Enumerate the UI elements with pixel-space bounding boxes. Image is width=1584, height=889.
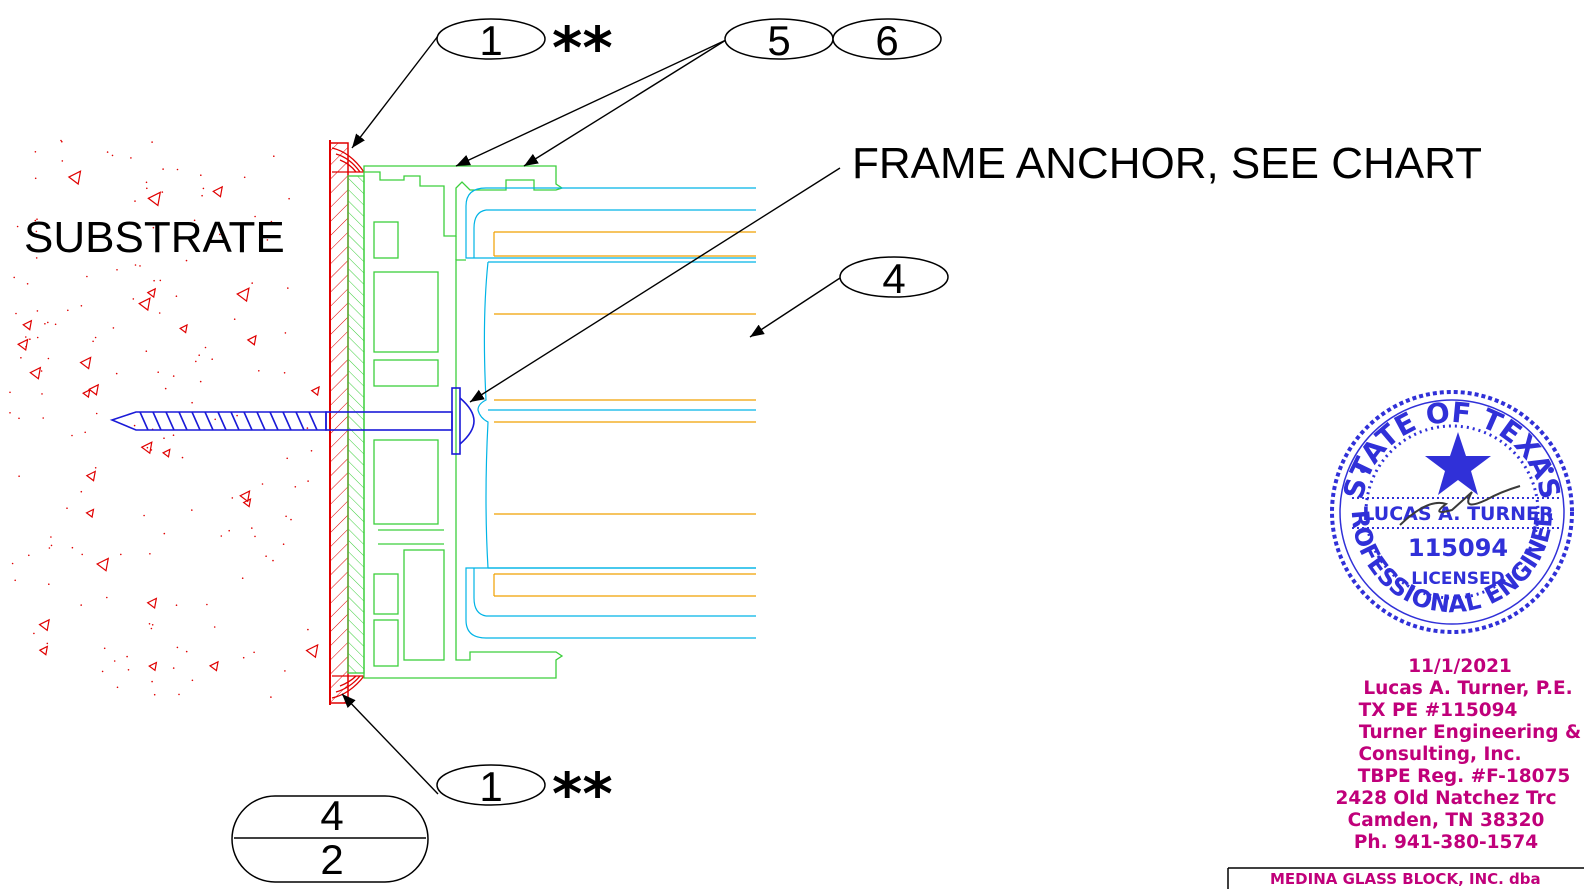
callout-sealant-top: 1 **	[436, 14, 613, 82]
callout-item-4-number: 4	[882, 255, 905, 302]
callout-item-6: 6	[832, 17, 942, 64]
engineer-signature-block: 11/1/2021 Lucas A. Turner, P.E. TX PE #1…	[1335, 656, 1581, 853]
seal-name: LUCAS A. TURNER	[1362, 503, 1554, 525]
callout-sealant-bottom: 1 **	[436, 760, 613, 828]
callout-sealant-top-number: 1	[479, 17, 502, 64]
sign-city: Camden, TN 38320	[1348, 810, 1545, 831]
callout-sealant-bottom-number: 1	[479, 763, 502, 810]
sign-firm-line2: Consulting, Inc.	[1358, 744, 1521, 765]
callout-item-4: 4	[839, 255, 949, 302]
callout-item-5: 5	[724, 17, 834, 64]
substrate-aggregate-pattern	[9, 139, 320, 698]
sealant-joint-bottom	[331, 675, 365, 699]
detail-tag: 4 2	[231, 792, 429, 883]
seal-status: LICENSED	[1411, 569, 1504, 589]
setting-shim	[347, 175, 365, 674]
detail-number: 4	[320, 792, 343, 839]
substrate-face	[329, 140, 349, 705]
seal-star-icon	[1425, 432, 1491, 495]
title-block-company: MEDINA GLASS BLOCK, INC. dba	[1270, 870, 1541, 888]
sign-firm-line1: Turner Engineering &	[1359, 722, 1581, 743]
glass-block-outline	[465, 187, 756, 639]
seal-license-number: 115094	[1408, 534, 1508, 562]
sign-engineer: Lucas A. Turner, P.E.	[1363, 678, 1572, 699]
title-block: MEDINA GLASS BLOCK, INC. dba	[1227, 867, 1584, 889]
sign-registration: TBPE Reg. #F-18075	[1358, 766, 1570, 787]
callout-sealant-bottom-mark: **	[552, 760, 613, 828]
callout-item-5-number: 5	[767, 17, 790, 64]
sign-phone: Ph. 941-380-1574	[1354, 832, 1538, 853]
frame-anchor-note: FRAME ANCHOR, SEE CHART	[852, 139, 1482, 188]
seal-title: PROFESSIONAL ENGINEER	[0, 0, 1558, 618]
glass-block-faces	[493, 231, 756, 597]
frame-channel	[363, 165, 564, 679]
sign-date: 11/1/2021	[1408, 656, 1512, 677]
leader-lines	[341, 35, 841, 795]
sign-address: 2428 Old Natchez Trc	[1335, 788, 1556, 809]
sealant-joint-top	[331, 147, 365, 173]
pe-seal: STATE OF TEXAS PROFESSIONAL ENGINEER LUC…	[0, 0, 1574, 634]
frame-anchor-screw	[109, 387, 475, 455]
sign-license: TX PE #115094	[1359, 700, 1518, 721]
callout-sealant-top-mark: **	[552, 14, 613, 82]
substrate-label: SUBSTRATE	[24, 213, 285, 262]
detail-sheet-number: 2	[320, 836, 343, 883]
handwritten-signature	[1399, 485, 1521, 526]
callout-item-6-number: 6	[875, 17, 898, 64]
